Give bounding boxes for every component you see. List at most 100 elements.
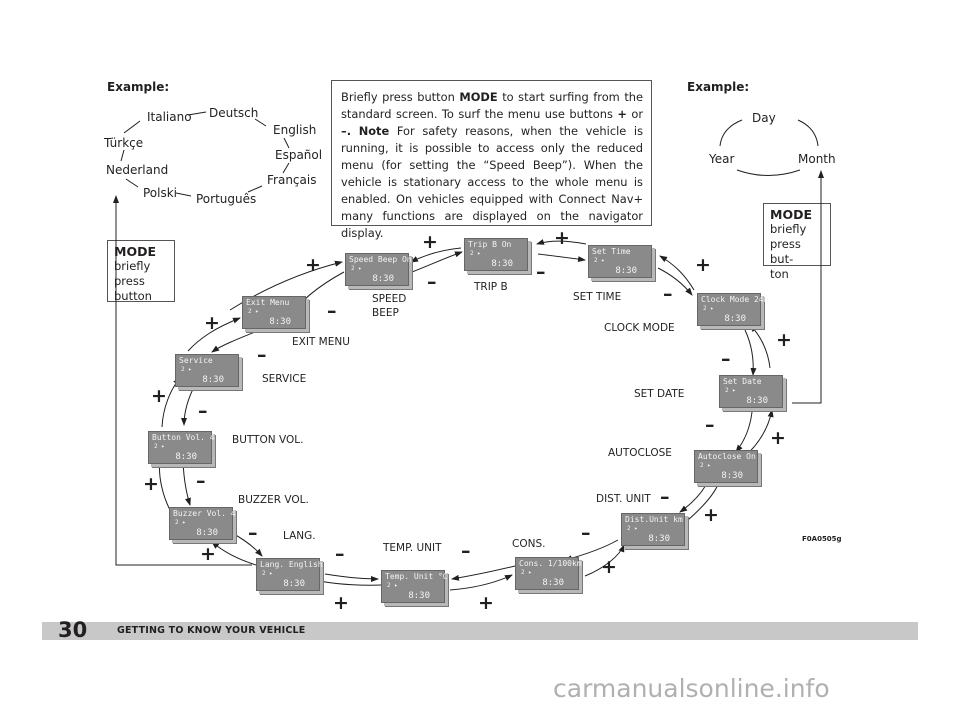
display-icon: 2 ▸ — [594, 257, 605, 264]
display-icon: 2 ▸ — [181, 366, 192, 373]
watermark: carmanualsonline.info — [553, 674, 830, 703]
plus-sign: + — [204, 312, 220, 334]
display-icon: 2 ▸ — [627, 525, 638, 532]
display-text: Temp. Unit °C — [385, 572, 448, 581]
label-speed-beep-1: SPEED — [372, 293, 407, 305]
instruction-text-3: For safety reasons, when the vehicle is … — [341, 124, 644, 240]
example-label-right: Example: — [687, 80, 750, 94]
display-time: 8:30 — [196, 528, 218, 538]
minus-sign: – — [327, 300, 337, 322]
minus-sign: – — [196, 470, 206, 492]
minus-sign: – — [257, 344, 267, 366]
instruction-or: or — [631, 107, 643, 121]
arrow-minus — [679, 484, 707, 513]
display-temp-unit: Temp. Unit °C 2 ▸ 8:30 — [381, 570, 448, 603]
display-icon: 2 ▸ — [387, 582, 398, 589]
arrow-plus — [211, 541, 257, 566]
display-text: Exit Menu — [246, 298, 290, 307]
date-arc — [797, 119, 819, 147]
label-service: SERVICE — [262, 373, 307, 385]
plus-sign: + — [305, 254, 321, 276]
display-exit-menu: Exit Menu 2 ▸ 8:30 — [242, 296, 306, 329]
arrow-minus — [411, 251, 463, 273]
arrow-minus — [744, 329, 757, 376]
display-time: 8:30 — [746, 396, 768, 406]
lang-connector — [282, 162, 290, 174]
display-time: 8:30 — [372, 274, 394, 284]
arrow-minus — [451, 565, 516, 581]
plus-sign: + — [478, 592, 494, 614]
display-time: 8:30 — [175, 452, 197, 462]
mode-box-left-title: MODE — [114, 244, 156, 259]
display-icon: 2 ▸ — [700, 462, 711, 469]
mode-box-right-line1: briefly — [770, 222, 807, 236]
display-icon: 2 ▸ — [262, 570, 273, 577]
minus-sign: – — [705, 414, 715, 436]
display-text: Service — [179, 356, 213, 365]
display-time: 8:30 — [269, 317, 291, 327]
arrow-minus — [657, 267, 693, 296]
plus-sign: + — [422, 231, 438, 253]
arrow-plus — [749, 324, 771, 369]
minus-sign: – — [461, 540, 471, 562]
display-text: Clock Mode 24h — [701, 295, 769, 304]
mode-left-path — [113, 195, 252, 566]
label-set-date: SET DATE — [634, 388, 685, 400]
instruction-note: Note — [358, 124, 390, 138]
language-polski: Polski — [143, 186, 178, 200]
display-time: 8:30 — [615, 266, 637, 276]
label-cons: CONS. — [512, 538, 546, 550]
display-buzzer-vol: Buzzer Vol. 4 2 ▸ 8:30 — [169, 507, 236, 540]
display-icon: 2 ▸ — [248, 308, 259, 315]
display-text: Set Date — [723, 377, 762, 386]
language-nederland: Nederland — [106, 163, 169, 177]
label-button-vol: BUTTON VOL. — [232, 434, 304, 446]
minus-sign: – — [663, 283, 673, 305]
plus-sign: + — [200, 543, 216, 565]
mode-box-left-line3: button — [114, 289, 152, 303]
display-text: Buzzer Vol. 4 — [173, 509, 236, 518]
display-text: Cons. 1/100km — [519, 559, 582, 568]
language-italiano: Italiano — [147, 110, 192, 124]
arrow-plus — [659, 255, 695, 291]
lang-connector — [175, 192, 192, 197]
arrow-plus — [536, 239, 587, 245]
label-speed-beep-2: BEEP — [372, 307, 399, 319]
minus-sign: – — [660, 486, 670, 508]
lang-connector — [123, 120, 141, 134]
instruction-box: Briefly press button MODE to start surfi… — [331, 80, 652, 240]
minus-sign: – — [335, 543, 345, 565]
language-francais: Français — [267, 173, 317, 187]
display-trip-b: Trip B On 2 ▸ 8:30 — [464, 238, 528, 271]
example-label-left: Example: — [107, 80, 170, 94]
instruction-minus: –. — [341, 124, 352, 138]
plus-sign: + — [776, 329, 792, 351]
arrow-plus — [156, 459, 172, 513]
display-text: Button Vol. 4 — [152, 433, 215, 442]
display-text: Speed Beep On — [349, 255, 412, 264]
language-deutsch: Deutsch — [209, 106, 259, 120]
label-clock-mode: CLOCK MODE — [604, 322, 675, 334]
display-set-time: Set Time 2 ▸ 8:30 — [588, 245, 652, 278]
minus-sign: – — [248, 522, 258, 544]
lang-connector — [125, 178, 139, 188]
label-temp-unit: TEMP. UNIT — [383, 542, 442, 554]
display-lang: Lang. English 2 ▸ 8:30 — [256, 558, 323, 591]
mode-box-right-title: MODE — [770, 207, 812, 222]
display-time: 8:30 — [202, 375, 224, 385]
display-cons: Cons. 1/100km 2 ▸ 8:30 — [515, 557, 582, 590]
display-speed-beep: Speed Beep On 2 ▸ 8:30 — [345, 253, 412, 286]
plus-sign: + — [143, 473, 159, 495]
minus-sign: – — [581, 522, 591, 544]
date-arc — [719, 119, 743, 147]
footer-title: GETTING TO KNOW YOUR VEHICLE — [117, 625, 306, 636]
language-turkce: Türkçe — [104, 136, 144, 150]
display-time: 8:30 — [648, 534, 670, 544]
mode-box-left-line1: briefly — [114, 259, 151, 273]
minus-sign: – — [198, 400, 208, 422]
label-autoclose: AUTOCLOSE — [608, 447, 672, 459]
mode-box-left: MODE briefly press button — [107, 240, 175, 303]
arrow-minus — [537, 253, 586, 263]
date-year: Year — [709, 152, 735, 166]
page-number: 30 — [58, 618, 88, 642]
